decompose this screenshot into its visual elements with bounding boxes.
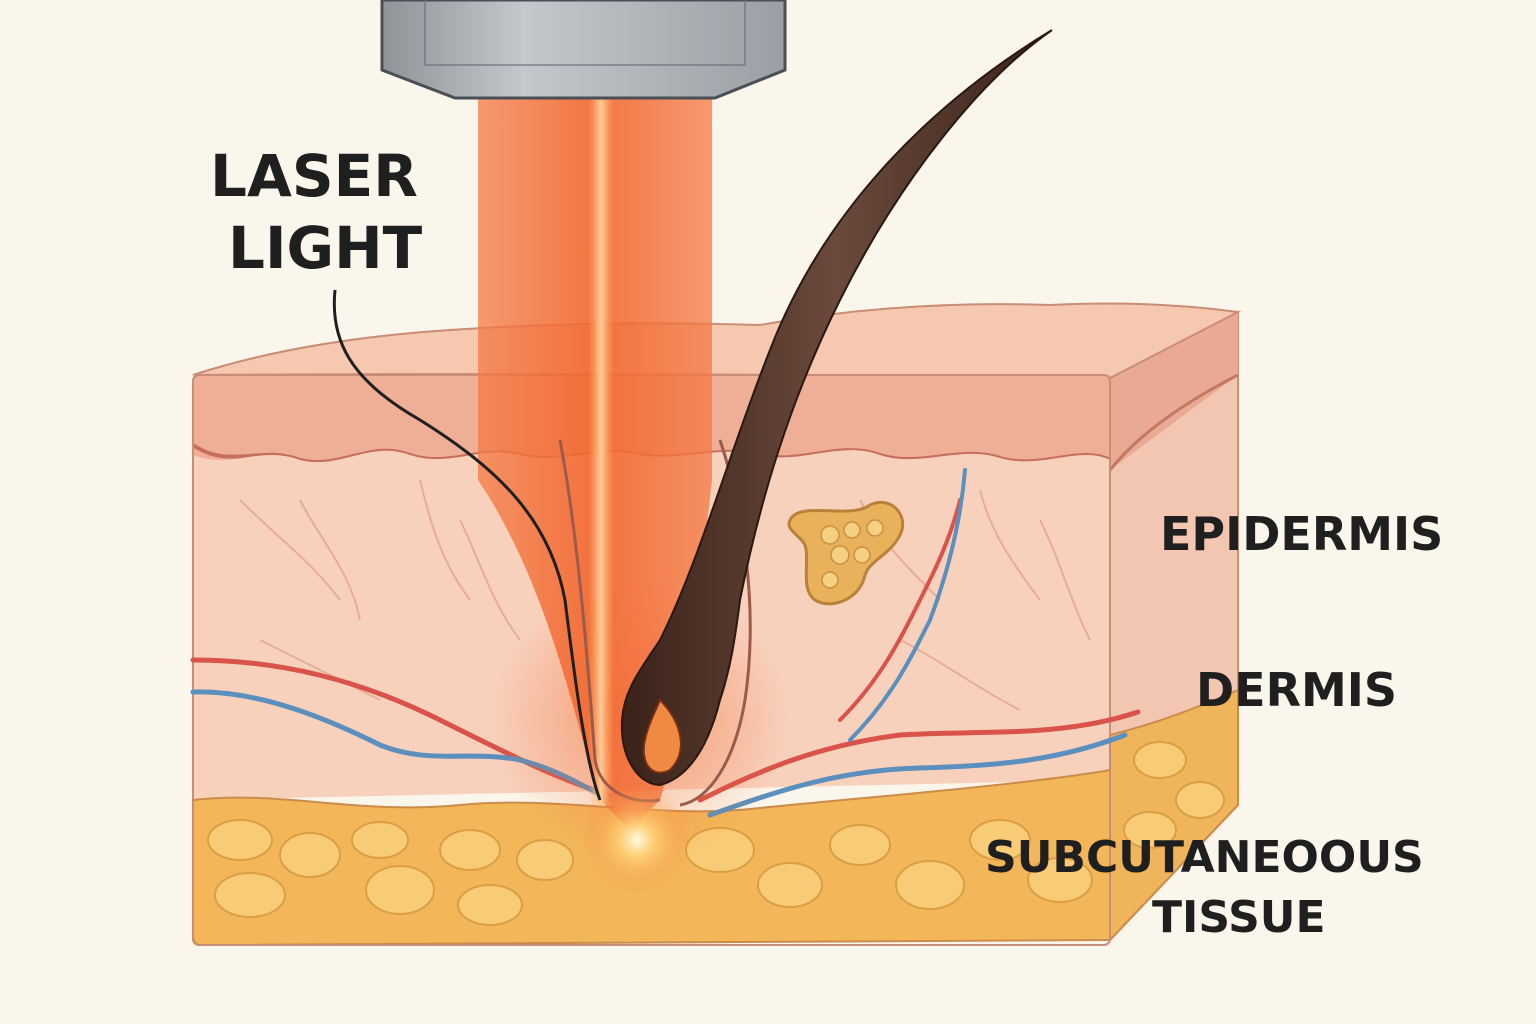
- laser-glow: [582, 785, 692, 895]
- laser-device-icon: [380, 0, 787, 100]
- label-subcutaneous: SUBCUTANEOOUS: [985, 832, 1424, 883]
- fat-cells-icon: [207, 741, 1225, 926]
- label-laser: LASER: [210, 142, 418, 210]
- laser-leader-line: [332, 289, 602, 801]
- sebaceous-gland-icon: [787, 500, 905, 606]
- label-light: LIGHT: [228, 214, 423, 282]
- label-dermis: DERMIS: [1196, 663, 1397, 717]
- label-tissue: TISSUE: [1152, 892, 1326, 943]
- hair-follicle-icon: [558, 29, 1053, 807]
- skin-block-top: [192, 302, 1242, 380]
- label-epidermis: EPIDERMIS: [1160, 507, 1443, 561]
